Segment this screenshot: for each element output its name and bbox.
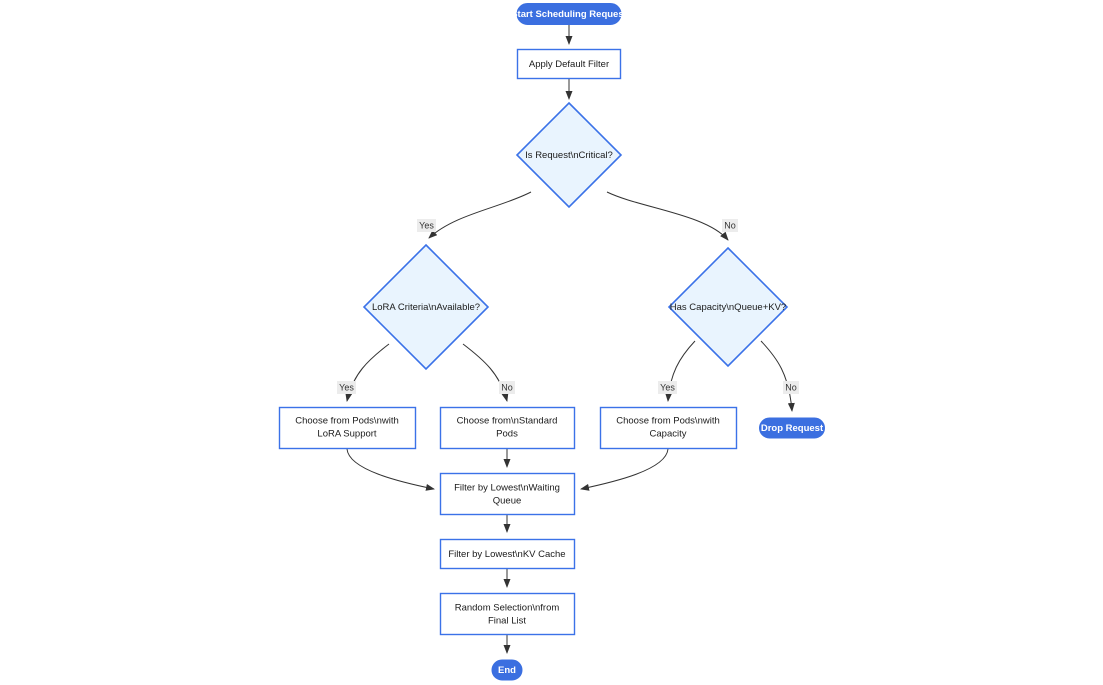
lora-criteria-diamond <box>362 243 490 371</box>
node-drop-request[interactable]: Drop Request <box>759 417 825 439</box>
drop-request-label: Drop Request <box>761 423 824 434</box>
node-random-selection-final-list[interactable]: Random Selection\nfrom Final List <box>439 592 576 636</box>
edge-label-text-6: No <box>785 382 797 392</box>
node-filter-lowest-waiting-queue[interactable]: Filter by Lowest\nWaiting Queue <box>439 472 576 516</box>
edge-label-capacity-no: No <box>783 381 799 394</box>
edge-label-lora-yes: Yes <box>337 381 356 394</box>
node-has-capacity-queue-kv[interactable]: Has Capacity\nQueue+KV? <box>667 246 789 368</box>
choose-standard-pods-label-line2: Pods <box>496 429 518 440</box>
edge-label-text-4: No <box>501 382 513 392</box>
random-selection-label-line1: Random Selection\nfrom <box>455 603 560 614</box>
edges-layer <box>345 25 795 654</box>
filter-kv-cache-box <box>439 538 576 570</box>
choose-pods-capacity-label-line1: Choose from Pods\nwith <box>616 416 720 427</box>
drop-request-pill-shape <box>759 417 825 439</box>
edge-is-critical-no-to-capacity <box>606 191 729 241</box>
apply-default-filter-box <box>516 48 622 80</box>
choose-pods-capacity-box <box>599 406 738 450</box>
node-choose-pods-lora-support[interactable]: Choose from Pods\nwith LoRA Support <box>278 406 417 450</box>
choose-pods-lora-label-line2: LoRA Support <box>317 429 377 440</box>
edge-label-bg-3 <box>337 381 356 394</box>
has-capacity-diamond <box>667 246 789 368</box>
edge-label-capacity-yes: Yes <box>658 381 677 394</box>
edge-labels-layer: Yes No Yes No Yes No <box>337 219 799 394</box>
node-start[interactable]: Start Scheduling Request <box>511 3 628 25</box>
end-label: End <box>498 665 516 676</box>
start-pill-shape <box>516 3 622 25</box>
edge-label-bg-1 <box>417 219 436 232</box>
edge-capacity-no-to-drop-request <box>760 340 795 412</box>
node-apply-default-filter[interactable]: Apply Default Filter <box>516 48 622 80</box>
choose-standard-pods-box <box>439 406 576 450</box>
node-filter-lowest-kv-cache[interactable]: Filter by Lowest\nKV Cache <box>439 538 576 570</box>
edge-pods-lora-to-filter-queue <box>346 448 435 491</box>
filter-kv-cache-label: Filter by Lowest\nKV Cache <box>448 549 565 560</box>
choose-pods-capacity-label-line2: Capacity <box>650 429 687 440</box>
edge-label-bg-4 <box>499 381 515 394</box>
start-label: Start Scheduling Request <box>511 9 627 20</box>
lora-criteria-label: LoRA Criteria\nAvailable? <box>372 302 480 313</box>
random-selection-box <box>439 592 576 636</box>
is-request-critical-label: Is Request\nCritical? <box>525 150 613 161</box>
filter-waiting-queue-label-line1: Filter by Lowest\nWaiting <box>454 483 560 494</box>
choose-pods-lora-box <box>278 406 417 450</box>
has-capacity-label: Has Capacity\nQueue+KV? <box>670 302 786 313</box>
apply-default-filter-label: Apply Default Filter <box>529 59 609 70</box>
node-choose-standard-pods[interactable]: Choose from\nStandard Pods <box>439 406 576 450</box>
node-is-request-critical[interactable]: Is Request\nCritical? <box>515 101 623 209</box>
edge-label-text-1: Yes <box>419 220 434 230</box>
choose-pods-lora-label-line1: Choose from Pods\nwith <box>295 416 399 427</box>
edge-is-critical-yes-to-lora <box>428 191 532 239</box>
edge-label-lora-no: No <box>499 381 515 394</box>
edge-label-text-2: No <box>724 220 736 230</box>
edge-label-bg-5 <box>658 381 677 394</box>
end-pill-shape <box>491 659 523 681</box>
is-request-critical-diamond <box>515 101 623 209</box>
edge-pods-capacity-to-filter-queue <box>580 448 669 491</box>
edge-label-text-3: Yes <box>339 382 354 392</box>
node-choose-pods-capacity[interactable]: Choose from Pods\nwith Capacity <box>599 406 738 450</box>
edge-label-is-critical-no: No <box>722 219 738 232</box>
node-lora-criteria-available[interactable]: LoRA Criteria\nAvailable? <box>362 243 490 371</box>
random-selection-label-line2: Final List <box>488 616 526 627</box>
nodes-layer: Start Scheduling Request Apply Default F… <box>278 3 825 681</box>
choose-standard-pods-label-line1: Choose from\nStandard <box>457 416 558 427</box>
edge-label-is-critical-yes: Yes <box>417 219 436 232</box>
edge-label-bg-6 <box>783 381 799 394</box>
filter-waiting-queue-box <box>439 472 576 516</box>
node-end[interactable]: End <box>491 659 523 681</box>
edge-label-text-5: Yes <box>660 382 675 392</box>
filter-waiting-queue-label-line2: Queue <box>493 496 522 507</box>
edge-label-bg-2 <box>722 219 738 232</box>
